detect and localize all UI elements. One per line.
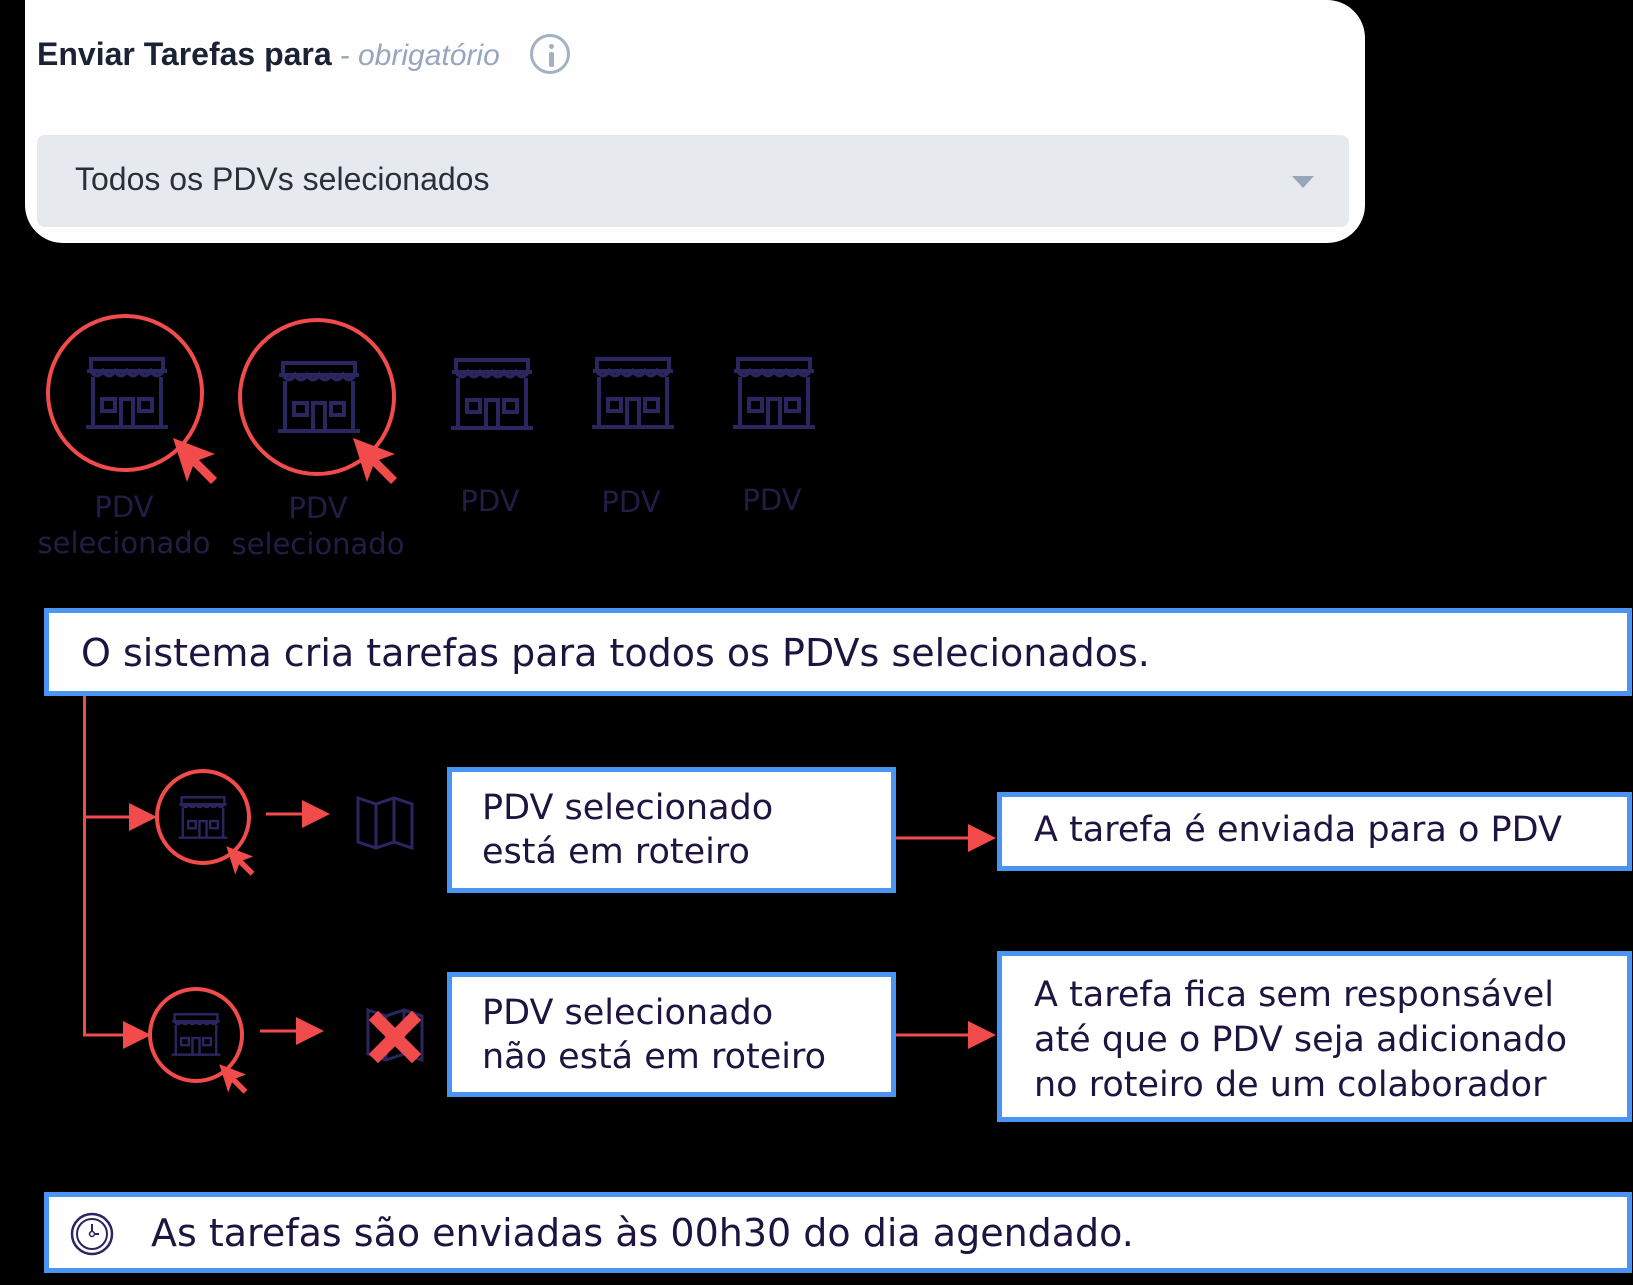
result-text: A tarefa é enviada para o PDV xyxy=(1034,810,1562,850)
summary-text: O sistema cria tarefas para todos os PDV… xyxy=(81,631,1150,675)
info-icon-dot xyxy=(549,44,554,49)
pdv-selected-1: PDV selecionado xyxy=(38,312,208,560)
arrow-right-icon xyxy=(83,803,157,831)
info-icon[interactable] xyxy=(530,34,570,74)
clock-icon xyxy=(70,1212,114,1256)
required-hint: - obrigatório xyxy=(339,39,500,72)
arrow-right-icon xyxy=(83,1021,151,1049)
store-icon xyxy=(171,1013,221,1056)
selected-store-circle-icon xyxy=(148,987,244,1083)
pdv-sublabel: selecionado xyxy=(231,527,405,561)
store-icon xyxy=(85,357,169,429)
cursor-icon xyxy=(225,845,257,877)
selection-circle-icon xyxy=(46,314,204,472)
store-icon xyxy=(450,358,534,430)
store-icon xyxy=(277,361,361,433)
condition-line-1: PDV selecionado xyxy=(482,993,774,1033)
pdv-sublabel: selecionado xyxy=(37,526,211,560)
pdv-label: PDV xyxy=(742,483,802,517)
arrow-right-icon xyxy=(896,824,996,852)
info-icon-bar xyxy=(549,52,554,67)
caret-down-icon[interactable] xyxy=(1292,176,1314,188)
result-line-2: até que o PDV seja adicionado xyxy=(1034,1020,1568,1060)
condition-line-1: PDV selecionado xyxy=(482,788,774,828)
arrow-right-icon xyxy=(896,1021,996,1049)
summary-box: O sistema cria tarefas para todos os PDV… xyxy=(44,608,1632,696)
cursor-icon xyxy=(171,436,221,486)
pdv-3: PDV xyxy=(450,358,534,528)
result-line-1: A tarefa fica sem responsável xyxy=(1034,975,1554,1015)
pdv-label: PDV xyxy=(601,485,661,519)
pdv-label: PDV xyxy=(288,491,348,525)
store-icon xyxy=(178,796,228,839)
result-sent-box: A tarefa é enviada para o PDV xyxy=(997,792,1632,871)
map-x-icon xyxy=(366,1006,424,1064)
pdv-label: PDV xyxy=(94,490,154,524)
dropdown-value: Todos os PDVs selecionados xyxy=(75,161,490,197)
cursor-icon xyxy=(218,1063,250,1095)
connector-vertical xyxy=(83,696,86,1036)
condition-not-in-route-box: PDV selecionado não está em roteiro xyxy=(447,972,896,1097)
pdv-label: PDV xyxy=(460,484,520,518)
schedule-note-text: As tarefas são enviadas às 00h30 do dia … xyxy=(151,1211,1134,1255)
pdv-5: PDV xyxy=(732,357,816,527)
store-icon xyxy=(591,357,675,429)
result-unassigned-box: A tarefa fica sem responsável até que o … xyxy=(997,951,1632,1122)
condition-line-2: não está em roteiro xyxy=(482,1037,827,1077)
arrow-right-icon xyxy=(260,1017,324,1045)
schedule-note-box: As tarefas são enviadas às 00h30 do dia … xyxy=(44,1192,1632,1273)
cursor-icon xyxy=(351,436,401,486)
pdv-selected-2: PDV selecionado xyxy=(232,316,404,561)
send-tasks-dropdown[interactable]: Todos os PDVs selecionados xyxy=(37,135,1349,227)
selected-store-circle-icon xyxy=(155,769,251,865)
store-icon xyxy=(732,357,816,429)
condition-in-route-box: PDV selecionado está em roteiro xyxy=(447,767,896,893)
condition-line-2: está em roteiro xyxy=(482,832,750,872)
field-label: Enviar Tarefas para- obrigatório xyxy=(37,36,500,72)
arrow-right-icon xyxy=(266,800,330,828)
result-line-3: no roteiro de um colaborador xyxy=(1034,1065,1547,1105)
pdv-4: PDV xyxy=(591,357,675,527)
send-tasks-field-card: Enviar Tarefas para- obrigatório Todos o… xyxy=(25,0,1365,243)
selection-circle-icon xyxy=(238,318,396,476)
map-icon xyxy=(356,794,414,852)
